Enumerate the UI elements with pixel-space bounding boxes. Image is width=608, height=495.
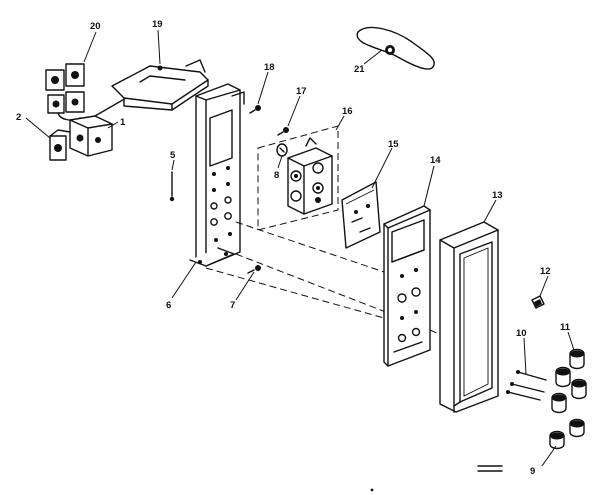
callout-21: 21 <box>354 64 365 75</box>
callout-7: 7 <box>230 300 235 311</box>
part-6-main-panel <box>189 83 245 267</box>
callout-20: 20 <box>90 21 101 32</box>
part-11-knobs <box>551 348 587 414</box>
part-2-switch <box>49 129 71 161</box>
callout-16: 16 <box>342 106 353 117</box>
callout-12: 12 <box>540 266 551 277</box>
callout-6: 6 <box>166 300 171 311</box>
callout-19: 19 <box>152 19 163 30</box>
part-18-screw <box>249 105 261 114</box>
part-21-cord <box>356 26 435 70</box>
callout-18: 18 <box>264 62 275 73</box>
callout-15: 15 <box>388 139 399 150</box>
part-20-switch-block <box>45 63 85 121</box>
callout-5: 5 <box>170 150 176 161</box>
callout-1: 1 <box>120 117 126 128</box>
bottom-marks <box>370 465 503 492</box>
callout-9: 9 <box>530 466 535 477</box>
part-5-screw <box>169 171 175 202</box>
part-19-top-bracket <box>111 59 209 111</box>
callout-10: 10 <box>516 328 527 339</box>
callout-2: 2 <box>16 112 21 123</box>
callout-11: 11 <box>560 322 571 333</box>
part-10-shafts <box>506 370 547 401</box>
part-17-screw <box>277 127 289 136</box>
part-7-screw <box>247 265 261 274</box>
part-16-control-module <box>257 125 339 231</box>
part-15-plate <box>341 181 381 249</box>
callout-17: 17 <box>296 86 307 97</box>
callout-labels: 20 19 21 18 17 16 2 1 15 5 8 14 13 12 6 … <box>16 19 571 477</box>
part-9-knobs <box>549 418 585 450</box>
part-12-clip <box>531 295 545 309</box>
part-14-front-panel <box>383 205 431 367</box>
leader-lines <box>25 29 575 467</box>
part-8-knob-inner <box>276 143 288 157</box>
callout-8: 8 <box>274 170 279 181</box>
callout-14: 14 <box>430 155 441 166</box>
part-1-bracket <box>69 89 141 157</box>
callout-13: 13 <box>492 190 503 201</box>
part-13-frame <box>439 221 499 413</box>
